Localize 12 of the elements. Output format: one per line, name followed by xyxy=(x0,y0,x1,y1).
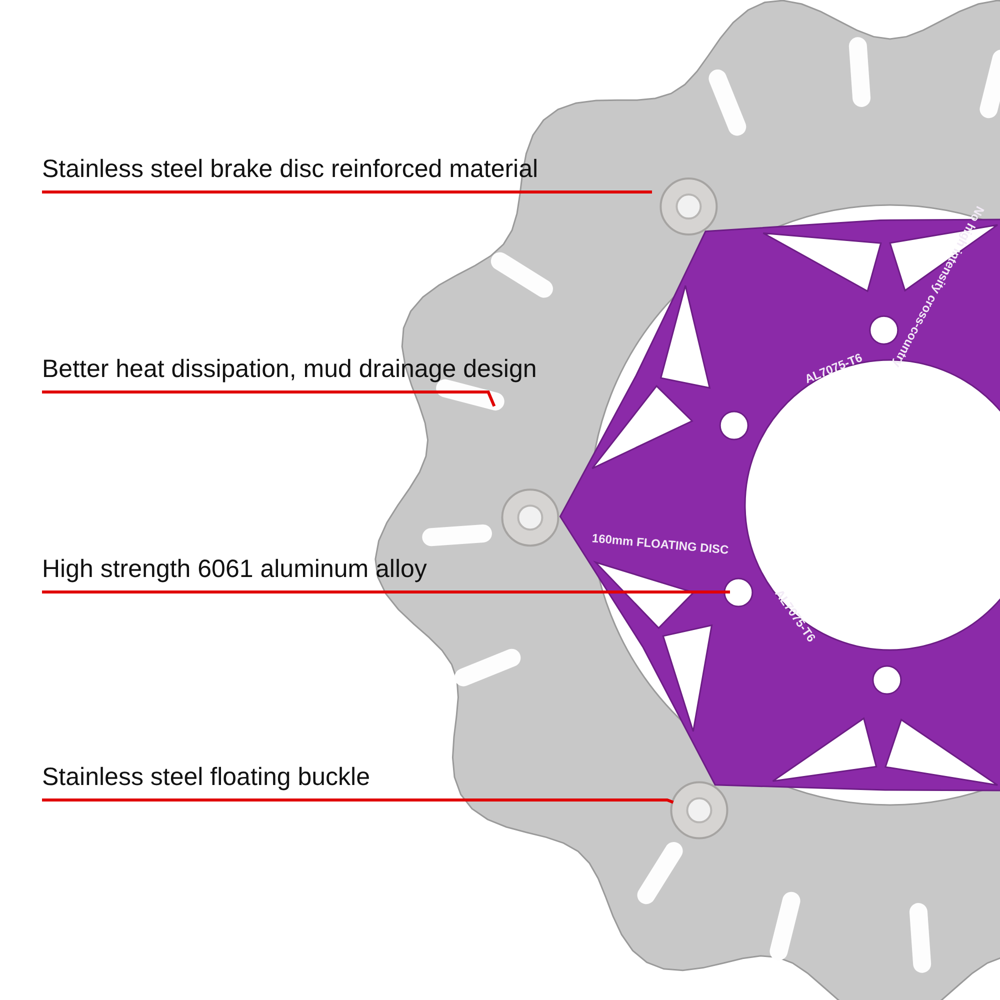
floating-buckle xyxy=(670,781,728,840)
leader-line xyxy=(42,190,652,194)
floating-buckle xyxy=(501,488,560,547)
floating-buckle xyxy=(660,178,718,236)
callout-text: Stainless steel brake disc reinforced material xyxy=(42,150,538,192)
leader-line xyxy=(42,798,674,804)
callout-text: Better heat dissipation, mud drainage design xyxy=(42,350,537,392)
callout-text: Stainless steel floating buckle xyxy=(42,758,370,800)
callout-text: High strength 6061 aluminum alloy xyxy=(42,550,427,592)
leader-line xyxy=(42,590,730,594)
leader-line xyxy=(42,390,496,407)
disc-marking: 160mm FLOATING DISC xyxy=(591,531,730,557)
